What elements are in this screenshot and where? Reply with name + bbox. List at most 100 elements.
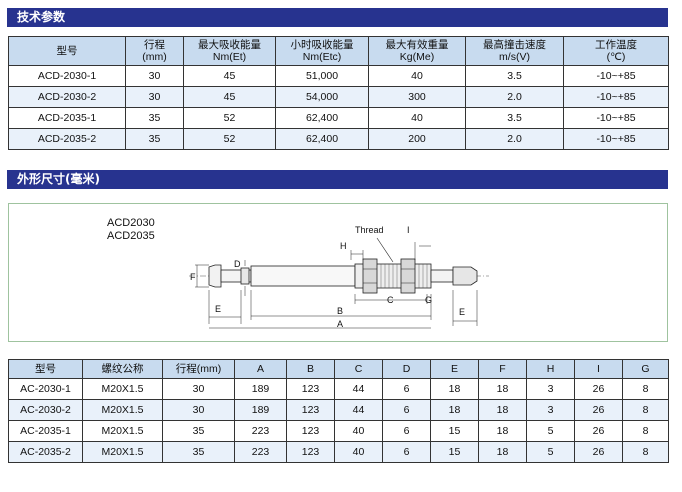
table-cell: 18 bbox=[478, 399, 527, 421]
table-cell: 223 bbox=[234, 420, 287, 442]
table-cell: 18 bbox=[430, 399, 479, 421]
table-cell: M20X1.5 bbox=[82, 399, 163, 421]
dim-header-E: E bbox=[430, 359, 479, 379]
table-cell: 6 bbox=[382, 399, 431, 421]
table-cell: 3.5 bbox=[465, 65, 564, 87]
table-cell: 223 bbox=[234, 441, 287, 463]
table-cell: ACD-2035-2 bbox=[8, 128, 126, 150]
table-cell: 18 bbox=[478, 420, 527, 442]
lock-nut-1 bbox=[362, 258, 378, 294]
section-header-tech-params: 技术参数 bbox=[7, 8, 668, 27]
dim-header-D: D bbox=[382, 359, 431, 379]
table-cell: 6 bbox=[382, 441, 431, 463]
table-cell: 35 bbox=[162, 441, 235, 463]
table-row: ACD-2035-1 35 52 62,400 40 3.5 -10~+85 bbox=[8, 107, 669, 129]
section-header-dimensions: 外形尺寸(毫米) bbox=[7, 170, 668, 189]
table-cell: 18 bbox=[478, 378, 527, 400]
table-cell: 123 bbox=[286, 378, 335, 400]
dim-label-G: G bbox=[425, 295, 432, 305]
table-row: ACD-2030-1 30 45 51,000 40 3.5 -10~+85 bbox=[8, 65, 669, 87]
table-cell: 5 bbox=[526, 420, 575, 442]
table-cell: 15 bbox=[430, 441, 479, 463]
table-cell: 3.5 bbox=[465, 107, 564, 129]
table-cell: ACD-2030-1 bbox=[8, 65, 126, 87]
table-row: ACD-2035-2 35 52 62,400 200 2.0 -10~+85 bbox=[8, 128, 669, 150]
table-cell: 62,400 bbox=[275, 128, 369, 150]
table-cell: M20X1.5 bbox=[82, 378, 163, 400]
table-cell: 44 bbox=[334, 399, 383, 421]
lock-nut-2 bbox=[400, 258, 416, 294]
table-cell: 123 bbox=[286, 399, 335, 421]
table-cell: 35 bbox=[162, 420, 235, 442]
dim-label-H: H bbox=[340, 241, 347, 251]
table-cell: 40 bbox=[368, 65, 466, 87]
dim-header-I: I bbox=[574, 359, 623, 379]
table-row: ACD-2030-2 30 45 54,000 300 2.0 -10~+85 bbox=[8, 86, 669, 108]
dimension-table: 型号 螺纹公称 行程(mm) A B C D E F H I G AC-2030… bbox=[8, 359, 669, 463]
dim-label-E-left: E bbox=[215, 304, 221, 314]
table-cell: 30 bbox=[125, 86, 184, 108]
dim-label-E-right: E bbox=[459, 307, 465, 317]
dim-header-H: H bbox=[526, 359, 575, 379]
table-cell: 52 bbox=[183, 107, 276, 129]
table-cell: AC-2030-2 bbox=[8, 399, 83, 421]
table-cell: 8 bbox=[622, 441, 669, 463]
table-cell: -10~+85 bbox=[563, 128, 669, 150]
table-cell: 30 bbox=[125, 65, 184, 87]
table-cell: 51,000 bbox=[275, 65, 369, 87]
table-cell: 54,000 bbox=[275, 86, 369, 108]
table-cell: 45 bbox=[183, 86, 276, 108]
dim-header-G: G bbox=[622, 359, 669, 379]
table-cell: -10~+85 bbox=[563, 86, 669, 108]
dim-label-B: B bbox=[337, 306, 343, 316]
table-cell: 40 bbox=[334, 420, 383, 442]
dim-label-A: A bbox=[337, 319, 343, 329]
dim-header-C: C bbox=[334, 359, 383, 379]
table-cell: ACD-2035-1 bbox=[8, 107, 126, 129]
table-cell: AC-2035-1 bbox=[8, 420, 83, 442]
dimension-diagram: ACD2030 ACD2035 bbox=[8, 203, 668, 342]
table-cell: 123 bbox=[286, 441, 335, 463]
table-cell: AC-2030-1 bbox=[8, 378, 83, 400]
dim-header-B: B bbox=[286, 359, 335, 379]
table-cell: 300 bbox=[368, 86, 466, 108]
model-label-2030: ACD2030 bbox=[107, 217, 155, 229]
table-cell: 8 bbox=[622, 399, 669, 421]
spec-header-model: 型号 bbox=[8, 36, 126, 66]
table-cell: 26 bbox=[574, 399, 623, 421]
dim-label-C: C bbox=[387, 295, 394, 305]
table-cell: 189 bbox=[234, 399, 287, 421]
table-cell: 5 bbox=[526, 441, 575, 463]
shock-absorber-drawing: Thread H I D F C G E bbox=[189, 225, 489, 329]
table-cell: AC-2035-2 bbox=[8, 441, 83, 463]
table-cell: M20X1.5 bbox=[82, 420, 163, 442]
table-cell: 35 bbox=[125, 107, 184, 129]
table-cell: 62,400 bbox=[275, 107, 369, 129]
table-cell: 18 bbox=[478, 441, 527, 463]
table-cell: -10~+85 bbox=[563, 107, 669, 129]
dim-label-F: F bbox=[190, 272, 196, 282]
rod-tip bbox=[208, 264, 222, 288]
thread-label: Thread bbox=[355, 225, 384, 235]
end-cap bbox=[452, 266, 478, 286]
dim-table-header-row: 型号 螺纹公称 行程(mm) A B C D E F H I G bbox=[8, 359, 669, 379]
table-cell: 2.0 bbox=[465, 86, 564, 108]
table-row: AC-2030-2 M20X1.5 30 189 123 44 6 18 18 … bbox=[8, 399, 669, 421]
table-cell: 26 bbox=[574, 378, 623, 400]
table-cell: 26 bbox=[574, 420, 623, 442]
dim-label-D: D bbox=[234, 259, 241, 269]
dim-header-thread: 螺纹公称 bbox=[82, 359, 163, 379]
table-cell: 8 bbox=[622, 420, 669, 442]
table-cell: 40 bbox=[368, 107, 466, 129]
dim-header-model: 型号 bbox=[8, 359, 83, 379]
dim-header-stroke: 行程(mm) bbox=[162, 359, 235, 379]
table-row: AC-2035-1 M20X1.5 35 223 123 40 6 15 18 … bbox=[8, 420, 669, 442]
table-cell: 2.0 bbox=[465, 128, 564, 150]
table-cell: 3 bbox=[526, 378, 575, 400]
